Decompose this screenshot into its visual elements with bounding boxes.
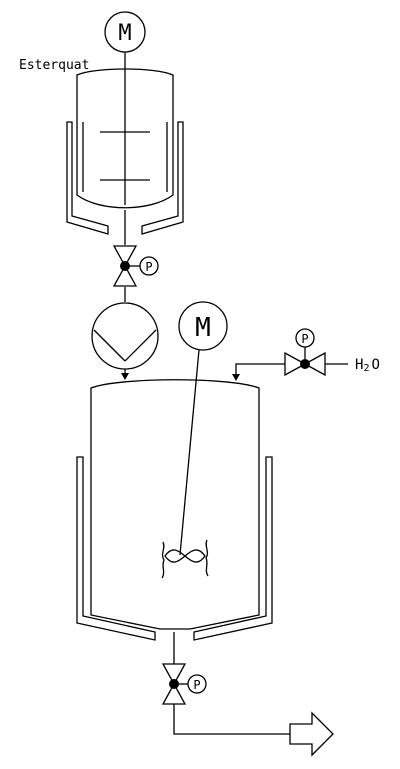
pump-2-icon: P <box>295 328 315 348</box>
feed-material-label: Esterquat <box>19 58 89 73</box>
feed-vessel-jacket <box>66 121 109 235</box>
feed-valve: P <box>112 245 159 287</box>
heat-exchanger <box>91 302 159 380</box>
main-reactor <box>76 349 273 664</box>
feed-vessel: M Esterquat <box>19 11 184 245</box>
output-line <box>173 704 334 757</box>
reactor-jacket-left <box>76 456 156 641</box>
pump-1-icon: P <box>139 256 159 276</box>
svg-text:P: P <box>145 260 152 274</box>
feed-vessel-body <box>76 68 174 209</box>
impeller-icon <box>161 539 209 579</box>
outlet-valve: P <box>161 663 207 705</box>
pump-3-icon: P <box>187 674 207 694</box>
reactor-body <box>90 379 260 630</box>
reactor-agitator-shaft <box>179 349 200 556</box>
svg-text:P: P <box>301 332 308 346</box>
main-motor-label: M <box>195 313 211 343</box>
svg-text:P: P <box>193 678 200 692</box>
top-motor-label: M <box>118 21 131 46</box>
reactor-jacket-right <box>193 456 273 641</box>
outlet-arrow-icon <box>289 711 334 757</box>
main-motor-icon: M <box>178 301 228 351</box>
top-motor-icon: M <box>104 11 146 53</box>
